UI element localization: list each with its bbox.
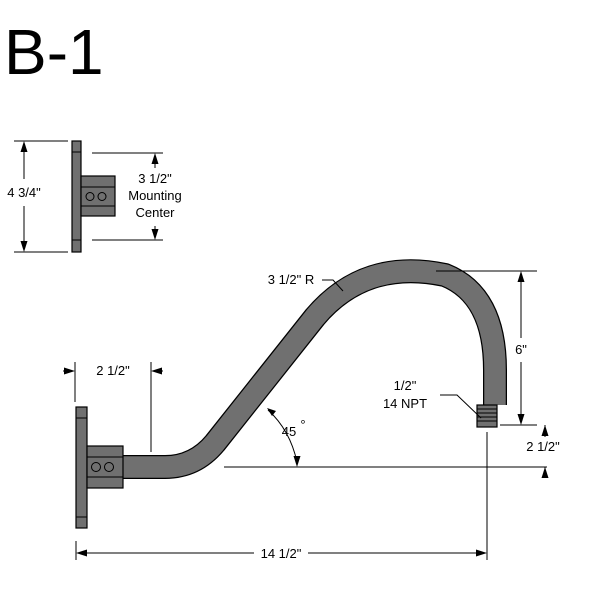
backplate-side — [71, 140, 82, 253]
drawing-title: B-1 — [4, 16, 104, 88]
drop-label: 6" — [515, 342, 527, 357]
plate-height-label: 4 3/4" — [7, 185, 41, 200]
thread-type-label: 14 NPT — [383, 396, 427, 411]
arm-view: 3 1/2" R 6" 1/2" 14 NPT 2 1/2" — [63, 259, 560, 561]
overall-dimension — [75, 432, 488, 560]
angle-dimension — [224, 408, 547, 468]
angle-degree-symbol: ° — [300, 417, 305, 432]
rise-label: 2 1/2" — [526, 439, 560, 454]
mounting-hole — [85, 192, 95, 201]
arm-backplate — [75, 406, 88, 529]
overall-length-label: 14 1/2" — [261, 546, 302, 561]
thread-leader — [440, 394, 482, 419]
radius-leader — [322, 279, 344, 292]
angle-label: 45 — [282, 424, 296, 439]
rise-dimension — [541, 425, 549, 478]
mounting-hole — [97, 192, 107, 201]
gooseneck-arm-tube — [115, 259, 507, 479]
mounting-center-line2: Center — [135, 205, 175, 220]
backplate-view: 4 3/4" 3 1/2" Mounting Center — [7, 140, 182, 253]
projection-label: 2 1/2" — [96, 363, 130, 378]
mounting-center-value: 3 1/2" — [138, 171, 172, 186]
arm-mounting-hole — [91, 462, 101, 472]
drop-dimension — [436, 270, 537, 426]
mounting-center-line1: Mounting — [128, 188, 181, 203]
arm-mounting-hole — [104, 462, 114, 472]
plate-height-dimension — [14, 140, 68, 253]
threaded-end — [476, 404, 498, 428]
projection-dimension — [63, 362, 163, 452]
thread-size-label: 1/2" — [394, 378, 417, 393]
radius-label: 3 1/2" R — [268, 272, 315, 287]
mounting-center-dimension — [92, 152, 163, 241]
